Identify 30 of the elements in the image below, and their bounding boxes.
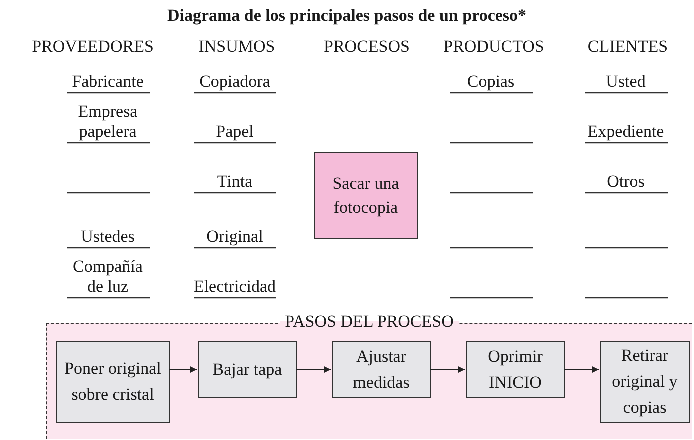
fill-in-entry: Compañía de luz (72, 257, 144, 297)
panel-heading: PASOS DEL PROCESO (47, 310, 692, 334)
step-box: Poner original sobre cristal (56, 341, 170, 423)
fill-in-entry: Electricidad (192, 277, 278, 297)
column-header: PROCESOS (323, 37, 411, 57)
column-header: CLIENTES (586, 37, 670, 57)
arrow (296, 366, 331, 374)
column-header: PROVEEDORES (31, 37, 155, 57)
fill-in-entry: Original (206, 227, 264, 247)
arrow (169, 366, 197, 374)
arrow (564, 366, 599, 374)
column-header: INSUMOS (198, 37, 276, 57)
fill-in-entry: Tinta (216, 172, 254, 192)
fill-in-entry: Ustedes (80, 227, 136, 247)
step-box: Ajustar medidas (332, 341, 431, 398)
step-box: Oprimir INICIO (466, 341, 565, 398)
fill-in-entry: Copias (466, 72, 516, 92)
fill-in-entry: Fabricante (71, 72, 145, 92)
arrow (430, 366, 465, 374)
fill-in-entry: Usted (605, 72, 647, 92)
step-box: Retirar original y copias (600, 341, 690, 423)
fill-in-entry: Empresa papelera (77, 102, 139, 142)
process-box: Sacar una fotocopia (314, 152, 418, 239)
column-header: PRODUCTOS (442, 37, 546, 57)
diagram-title: Diagrama de los principales pasos de un proceso* (166, 6, 528, 26)
step-box: Bajar tapa (198, 341, 297, 398)
fill-in-entry: Expediente (586, 122, 666, 142)
fill-in-entry: Copiadora (198, 72, 272, 92)
fill-in-entry: Otros (606, 172, 646, 192)
fill-in-entry: Papel (215, 122, 255, 142)
